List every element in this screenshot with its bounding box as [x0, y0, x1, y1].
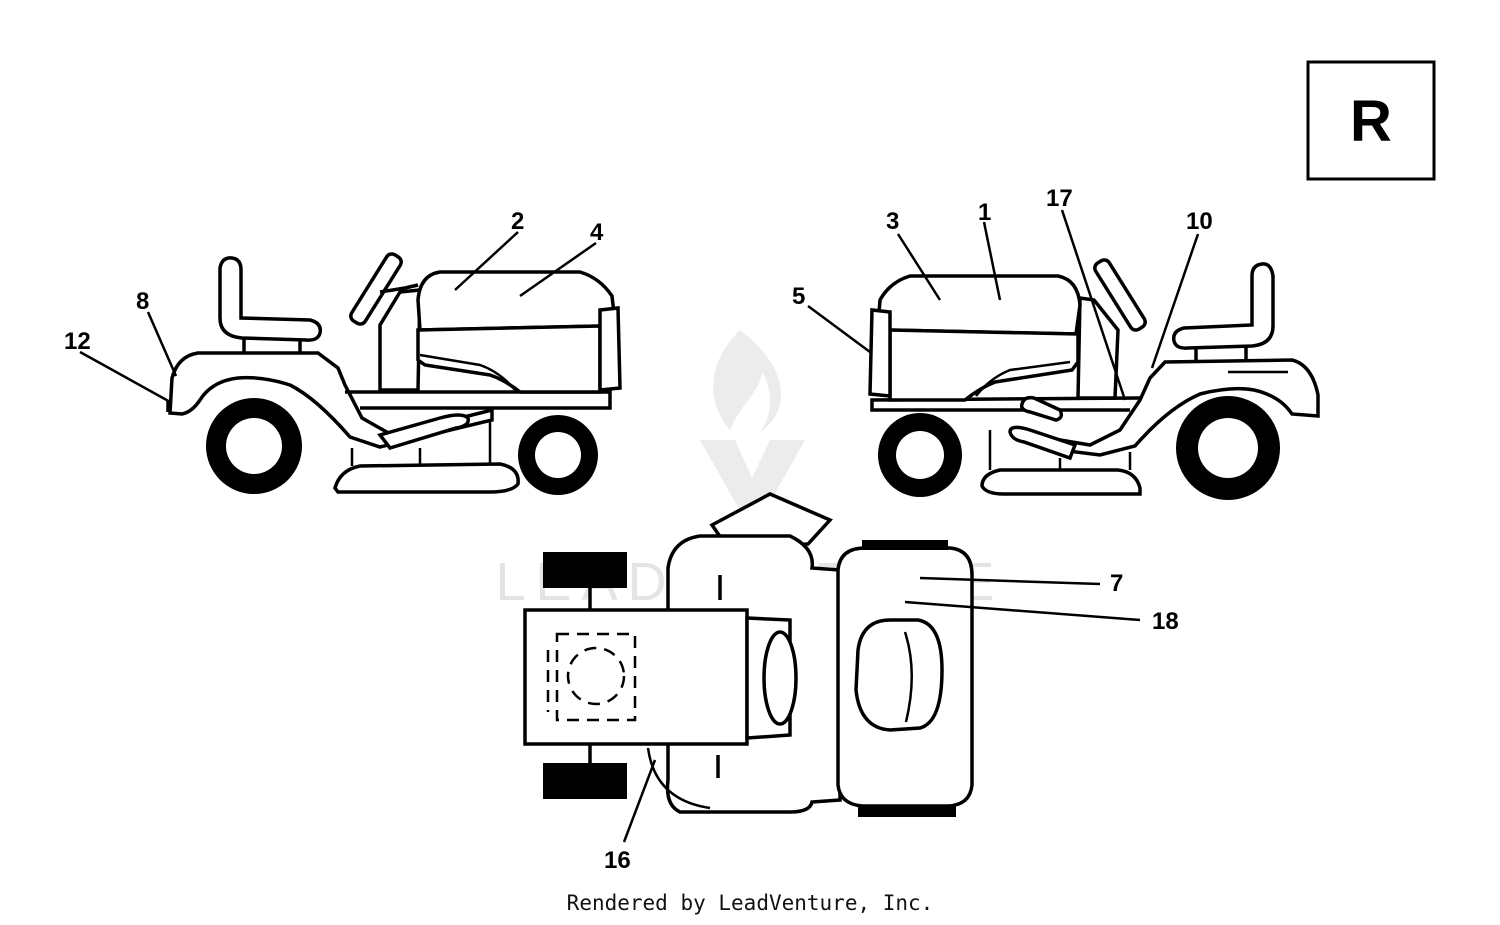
callout-5: 5 [792, 283, 805, 310]
foot-pedal [377, 413, 470, 451]
rear-fender [168, 351, 494, 449]
rear-wheel-right [1176, 396, 1280, 500]
right-side-view [807, 209, 1320, 500]
hood-lower [416, 324, 602, 394]
seat-top [854, 618, 944, 732]
callout-17: 17 [1046, 185, 1073, 212]
callout-1: 1 [978, 199, 991, 226]
callouts: 2 4 8 12 3 1 17 10 5 7 18 16 [64, 185, 1213, 874]
credit-line: Rendered by LeadVenture, Inc. [566, 891, 934, 915]
badge-letter: R [1350, 89, 1392, 154]
hood-right [876, 274, 1082, 336]
seat-top-inner [903, 631, 913, 723]
front-tire-bottom [543, 763, 627, 799]
rear-fender-right [1058, 358, 1320, 457]
rear-tire-top [862, 540, 948, 550]
hood-accent-right [975, 360, 1071, 397]
grille-right [868, 308, 892, 398]
watermark-v-icon [700, 440, 805, 520]
frame-right [870, 396, 1141, 412]
callout-10: 10 [1186, 208, 1213, 235]
left-side-view [79, 231, 622, 495]
seat-post [242, 338, 302, 352]
mower-deck [333, 462, 520, 494]
steering-wheel-right [1093, 258, 1147, 332]
grille [598, 306, 622, 392]
deck-hangers-right [988, 430, 1132, 470]
steering-wheel-top [762, 630, 798, 726]
lower-guard-curve [646, 747, 711, 810]
callout-18: 18 [1152, 608, 1179, 635]
leader-1 [982, 221, 1002, 301]
engine-outline [555, 632, 637, 722]
leader-16 [622, 759, 657, 843]
dash-tower-right [1076, 295, 1120, 400]
view-badge: R [1306, 60, 1436, 181]
deck-marks [716, 575, 722, 778]
deck-hangers [350, 422, 492, 466]
steering-column [379, 283, 419, 294]
seat-right [1171, 262, 1275, 350]
engine-flywheel [566, 646, 626, 706]
leader-3 [896, 233, 942, 301]
leader-12 [79, 350, 173, 405]
rear-wheel [206, 398, 302, 494]
leader-7 [919, 576, 1101, 586]
seat [218, 256, 323, 342]
front-wheel-right [878, 413, 962, 497]
rear-tire-bottom [858, 805, 956, 817]
callout-7: 7 [1110, 570, 1123, 597]
front-tire-top [543, 552, 627, 588]
watermark-flame-icon [713, 330, 782, 432]
foot-pedal-right [1008, 425, 1078, 461]
hood-accent [419, 353, 516, 391]
mower-deck-right [980, 468, 1142, 496]
callout-2: 2 [511, 208, 524, 235]
lever-knob [1019, 395, 1064, 422]
frame [345, 390, 612, 410]
leader-10 [1150, 233, 1200, 369]
leader-17 [1060, 209, 1127, 401]
top-view [523, 492, 1141, 843]
callout-12: 12 [64, 328, 91, 355]
callout-3: 3 [886, 208, 899, 235]
leader-8 [146, 311, 178, 377]
leader-18 [904, 600, 1141, 622]
dash-tower [378, 288, 422, 392]
leader-4 [519, 241, 597, 298]
callout-8: 8 [136, 288, 149, 315]
callout-4: 4 [590, 219, 604, 246]
hood [416, 270, 617, 332]
leader-5 [807, 304, 871, 354]
badge-box [1306, 60, 1436, 181]
leader-2 [454, 231, 519, 291]
front-wheel [518, 415, 598, 495]
callout-16: 16 [604, 847, 631, 874]
